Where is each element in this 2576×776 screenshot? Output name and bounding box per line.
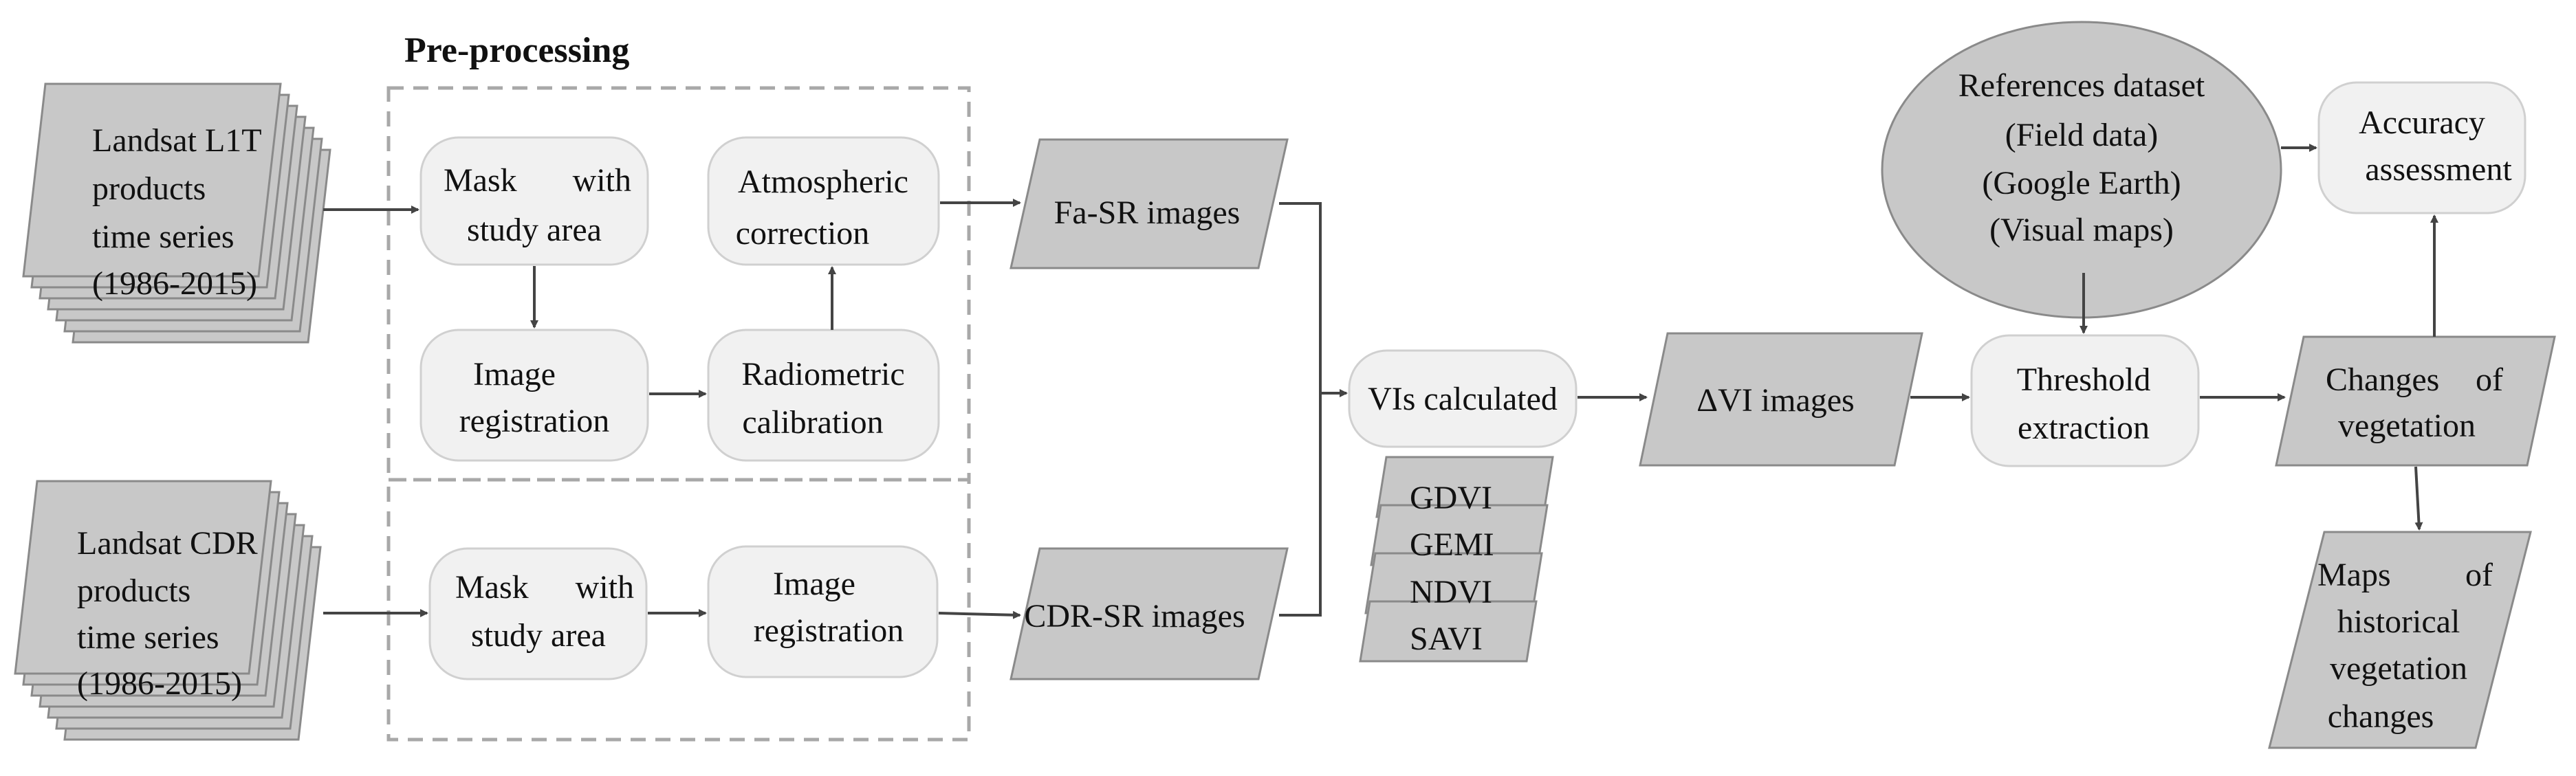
vis-calculated-node: VIs calculated [1348,349,1578,448]
svg-text:Maps: Maps [2317,557,2391,593]
svg-text:study area: study area [467,212,602,248]
preprocessing-title: Pre-processing [404,31,629,70]
references-dataset-node: References dataset (Field data) (Google … [1881,21,2282,319]
svg-text:(Google Earth): (Google Earth) [1982,165,2181,201]
arrow-registration2-to-cdr-sr [938,610,1021,619]
svg-text:ΔVI images: ΔVI images [1696,382,1854,419]
svg-text:vegetation: vegetation [2330,650,2467,687]
connectors [323,144,2438,619]
svg-text:extraction: extraction [2018,410,2150,446]
cdr-sr-images-node: CDR-SR images [1009,547,1289,680]
svg-text:GEMI: GEMI [1410,526,1494,563]
svg-text:study area: study area [471,617,606,654]
fa-sr-images-node: Fa-SR images [1009,138,1289,269]
svg-text:Image: Image [773,566,855,602]
accuracy-assessment-node: Accuracy assessment [2317,81,2526,214]
svg-text:historical: historical [2337,603,2460,640]
bracket-sr-merge [1279,202,1322,617]
landsat-l1t-line-4: (1986-2015) [92,265,257,302]
landsat-cdr-line-3: time series [77,619,219,656]
landsat-l1t-line-2: products [92,170,206,207]
svg-text:registration: registration [459,403,610,439]
landsat-cdr-line-1: Landsat CDR [77,525,258,562]
svg-text:Atmospheric: Atmospheric [738,164,908,200]
svg-text:Accuracy: Accuracy [2359,104,2485,141]
svg-text:GDVI: GDVI [1410,480,1492,516]
svg-text:VIs calculated: VIs calculated [1368,381,1558,417]
threshold-extraction-node: Threshold extraction [1970,334,2200,467]
svg-text:NDVI: NDVI [1410,574,1492,610]
landsat-l1t-stack: Landsat L1T products time series (1986-2… [22,82,331,344]
svg-text:Image: Image [473,356,556,392]
svg-text:Radiometric: Radiometric [741,356,904,392]
image-registration-node-2: Image registration [707,545,939,678]
svg-text:Mask: Mask [444,162,517,199]
svg-text:SAVI: SAVI [1410,621,1483,657]
svg-text:CDR-SR images: CDR-SR images [1024,598,1245,634]
svg-text:assessment: assessment [2365,151,2512,188]
atmospheric-correction-node: Atmospheric correction [707,136,940,266]
svg-text:calibration: calibration [742,404,883,441]
maps-historical-changes-node: Maps of historical vegetation changes [2268,531,2532,749]
svg-text:(Field data): (Field data) [2005,117,2159,153]
landsat-l1t-line-3: time series [92,219,234,255]
landsat-l1t-line-1: Landsat L1T [92,122,262,159]
arrow-changes-to-maps [2414,466,2423,531]
svg-text:of: of [2476,362,2503,398]
radiometric-calibration-node: Radiometric calibration [707,329,940,462]
svg-text:Changes: Changes [2326,362,2439,398]
svg-text:changes: changes [2328,698,2434,735]
svg-text:with: with [573,162,631,199]
svg-text:with: with [576,569,634,606]
svg-text:of: of [2465,557,2493,593]
svg-text:(Visual maps): (Visual maps) [1989,212,2174,248]
svg-text:References dataset: References dataset [1958,67,2205,104]
landsat-cdr-line-2: products [77,573,190,609]
delta-vi-images-node: ΔVI images [1639,332,1923,467]
changes-of-vegetation-node: Changes of vegetation [2275,335,2556,467]
svg-text:Fa-SR images: Fa-SR images [1054,195,1241,231]
landsat-cdr-stack: Landsat CDR products time series (1986-2… [14,480,322,741]
vi-item-savi [1359,600,1538,663]
svg-text:Mask: Mask [455,569,529,606]
preprocessing-group-top [386,86,971,482]
svg-text:Threshold: Threshold [2017,362,2151,398]
svg-text:correction: correction [736,215,870,252]
svg-text:registration: registration [754,612,904,649]
svg-text:vegetation: vegetation [2338,408,2476,444]
mask-study-area-node-2: Mask with study area [428,547,648,680]
vi-list: GDVI GEMI NDVI SAVI [1359,456,1554,663]
image-registration-node-1: Image registration [419,329,649,462]
landsat-cdr-line-4: (1986-2015) [77,665,242,702]
mask-study-area-node-1: Mask with study area [419,136,649,266]
